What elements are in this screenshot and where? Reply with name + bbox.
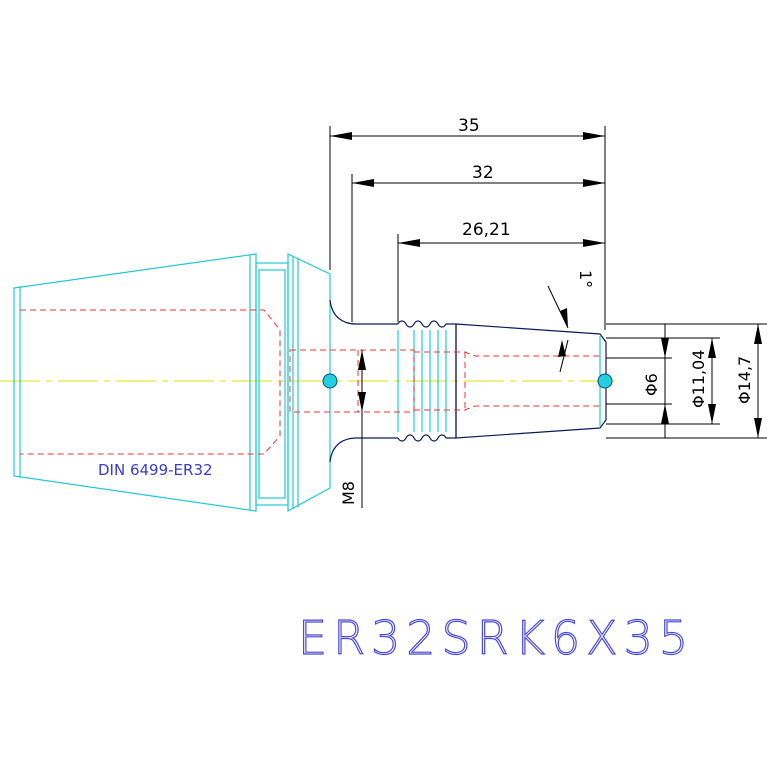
dim-angle-label: 1° (576, 270, 595, 288)
dim-32-label: 32 (472, 163, 494, 183)
dim-diameter-14: Φ14,7 (735, 324, 762, 438)
dim-phi6-label: Φ6 (642, 373, 661, 396)
dim-phi14-label: Φ14,7 (735, 356, 754, 404)
dim-35-label: 35 (458, 116, 480, 136)
dim-taper-angle: 1° (547, 270, 595, 373)
dim-m8-label: M8 (339, 481, 358, 505)
dim-thread: M8 (339, 350, 366, 508)
collet-label: DIN 6499-ER32 (98, 461, 213, 479)
dim-length-32: 32 (351, 163, 605, 322)
dim-26-21-label: 26,21 (462, 220, 511, 240)
dim-taper-length: 26,21 (397, 220, 605, 322)
dim-bore-diameter: Φ6 (642, 324, 669, 438)
dim-overall-length: 35 (329, 116, 606, 330)
dim-diameter-11: Φ11,04 (689, 338, 716, 424)
collet-body (13, 253, 331, 513)
holder-shank (329, 299, 607, 463)
ball-marker-right (597, 373, 613, 389)
ball-marker-left (322, 373, 338, 389)
part-number-title: ER32SRK6X35 (298, 611, 694, 665)
hidden-lines (20, 309, 600, 455)
dim-phi11-label: Φ11,04 (689, 350, 708, 408)
